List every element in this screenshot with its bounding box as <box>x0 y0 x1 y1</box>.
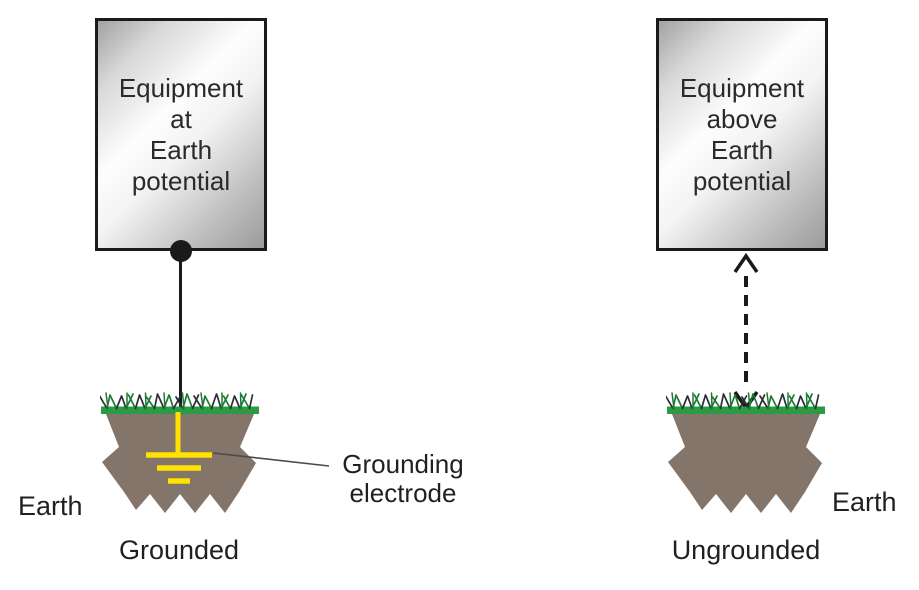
grass-tufts <box>100 392 254 410</box>
grass-tufts <box>666 392 820 410</box>
equipment-box-ungrounded: Equipment above Earth potential <box>656 18 828 251</box>
equipment-box-label: Equipment above Earth potential <box>679 72 805 196</box>
grass-strip <box>667 406 825 414</box>
ground-wire <box>179 250 182 408</box>
earth-body <box>668 414 822 513</box>
earth-label-right: Earth <box>832 487 897 517</box>
ground-terminal-dot <box>170 240 192 262</box>
earth-mound-grounded <box>100 392 259 513</box>
ungrounded-caption: Ungrounded <box>671 535 821 565</box>
earth-mound-ungrounded <box>666 392 825 513</box>
earth-label-left: Earth <box>18 491 83 521</box>
equipment-box-grounded: Equipment at Earth potential <box>95 18 267 251</box>
earth-body <box>102 414 256 513</box>
arrowhead-up-icon <box>733 252 759 273</box>
dashed-gap-arrow <box>733 252 759 412</box>
grounding-electrode-label: Grounding electrode <box>342 449 464 508</box>
leader-line <box>212 452 330 467</box>
grounding-electrode-symbol <box>146 412 212 484</box>
grass-strip <box>101 406 259 414</box>
equipment-box-label: Equipment at Earth potential <box>118 72 244 196</box>
grounded-caption: Grounded <box>118 535 240 565</box>
